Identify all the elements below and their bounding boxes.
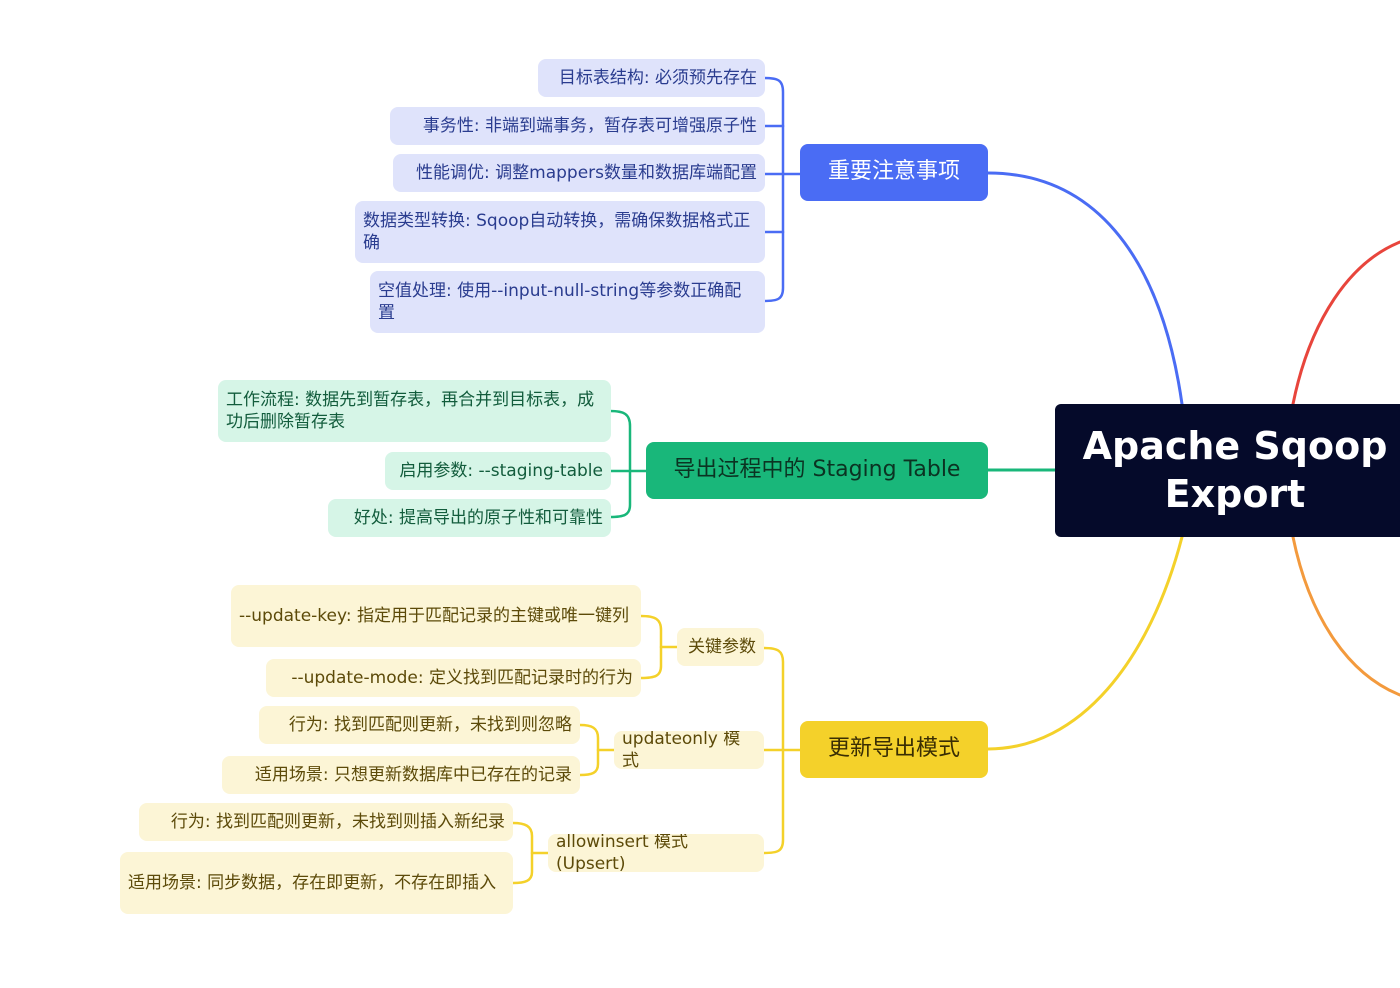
bracket-staging: [608, 409, 632, 519]
link-root-notes: [986, 171, 1184, 406]
group-updateonly[interactable]: updateonly 模式: [614, 731, 764, 769]
bracket-allowinsert: [511, 821, 534, 885]
root-title: Apache Sqoop Export: [1082, 424, 1388, 516]
note-transaction[interactable]: 事务性: 非端到端事务，暂存表可增强原子性: [390, 107, 765, 145]
updateonly-scenario[interactable]: 适用场景: 只想更新数据库中已存在的记录: [222, 756, 580, 794]
root-node[interactable]: Apache Sqoop Export: [1055, 404, 1400, 537]
allowinsert-scenario[interactable]: 适用场景: 同步数据，存在即更新，不存在即插入: [120, 852, 513, 914]
link-root-offscreen-orange: [1291, 535, 1400, 697]
staging-param[interactable]: 启用参数: --staging-table: [385, 452, 611, 490]
link-root-offscreen-red: [1291, 240, 1400, 406]
branch-label: 导出过程中的 Staging Table: [673, 457, 961, 483]
link-root-update: [986, 535, 1184, 751]
updateonly-behavior[interactable]: 行为: 找到匹配则更新，未找到则忽略: [259, 706, 580, 744]
group-key-params[interactable]: 关键参数: [677, 628, 764, 666]
bracket-key-params: [639, 614, 663, 680]
note-null-handling[interactable]: 空值处理: 使用--input-null-string等参数正确配置: [370, 271, 765, 333]
bracket-notes: [762, 76, 785, 303]
staging-benefit[interactable]: 好处: 提高导出的原子性和可靠性: [328, 499, 611, 537]
staging-workflow[interactable]: 工作流程: 数据先到暂存表，再合并到目标表，成功后删除暂存表: [218, 380, 611, 442]
branch-important-notes[interactable]: 重要注意事项: [800, 144, 988, 201]
branch-update-export-mode[interactable]: 更新导出模式: [800, 721, 988, 778]
branch-staging-table[interactable]: 导出过程中的 Staging Table: [646, 442, 988, 499]
note-performance[interactable]: 性能调优: 调整mappers数量和数据库端配置: [393, 154, 765, 192]
param-update-mode[interactable]: --update-mode: 定义找到匹配记录时的行为: [266, 659, 641, 697]
branch-label: 重要注意事项: [827, 159, 960, 185]
group-allowinsert[interactable]: allowinsert 模式 (Upsert): [548, 834, 764, 872]
note-type-conversion[interactable]: 数据类型转换: Sqoop自动转换，需确保数据格式正确: [355, 201, 765, 263]
param-update-key[interactable]: --update-key: 指定用于匹配记录的主键或唯一键列: [231, 585, 641, 647]
note-target-table[interactable]: 目标表结构: 必须预先存在: [538, 59, 765, 97]
allowinsert-behavior[interactable]: 行为: 找到匹配则更新，未找到则插入新纪录: [139, 803, 513, 841]
branch-label: 更新导出模式: [827, 736, 960, 762]
bracket-updateonly: [578, 723, 600, 777]
